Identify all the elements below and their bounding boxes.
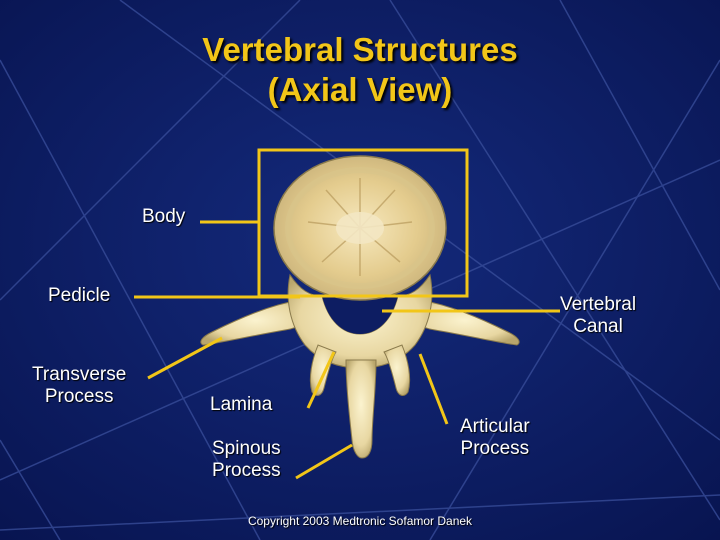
label-vertebral-canal: Vertebral Canal <box>560 294 636 338</box>
label-transverse-process-line2: Process <box>44 386 114 407</box>
label-lamina: Lamina <box>210 394 273 415</box>
label-transverse-process-line1: Transverse <box>32 364 127 385</box>
label-spinous-process: Spinous Process <box>212 438 281 482</box>
label-articular-process: Articular Process <box>460 416 530 460</box>
label-body: Body <box>142 206 186 227</box>
spinous-process <box>345 359 377 459</box>
title-line2: (Axial View) <box>267 71 453 108</box>
label-transverse-process: Transverse Process <box>32 364 126 408</box>
body-highlight-box <box>257 148 469 298</box>
slide-title: Vertebral Structures (Axial View) <box>0 30 720 110</box>
label-vertebral-canal-line2: Canal <box>573 316 623 337</box>
transverse-pointer <box>147 336 223 380</box>
title-line1: Vertebral Structures <box>202 31 518 68</box>
copyright-notice: Copyright 2003 Medtronic Sofamor Danek <box>247 514 473 528</box>
articular-process-right <box>383 344 411 396</box>
label-spinous-process-line1: Spinous <box>212 438 281 459</box>
vertebral-canal <box>322 290 398 334</box>
lamina-pointer <box>306 351 336 409</box>
label-pedicle: Pedicle <box>48 285 111 306</box>
label-spinous-process-line2: Process <box>212 460 281 481</box>
spinous-pointer <box>295 443 353 480</box>
articular-process-left <box>309 344 337 396</box>
label-articular-process-line1: Articular <box>460 416 530 437</box>
label-vertebral-canal-line1: Vertebral <box>560 294 637 315</box>
articular-pointer <box>418 353 449 425</box>
label-articular-process-line2: Process <box>460 438 530 459</box>
